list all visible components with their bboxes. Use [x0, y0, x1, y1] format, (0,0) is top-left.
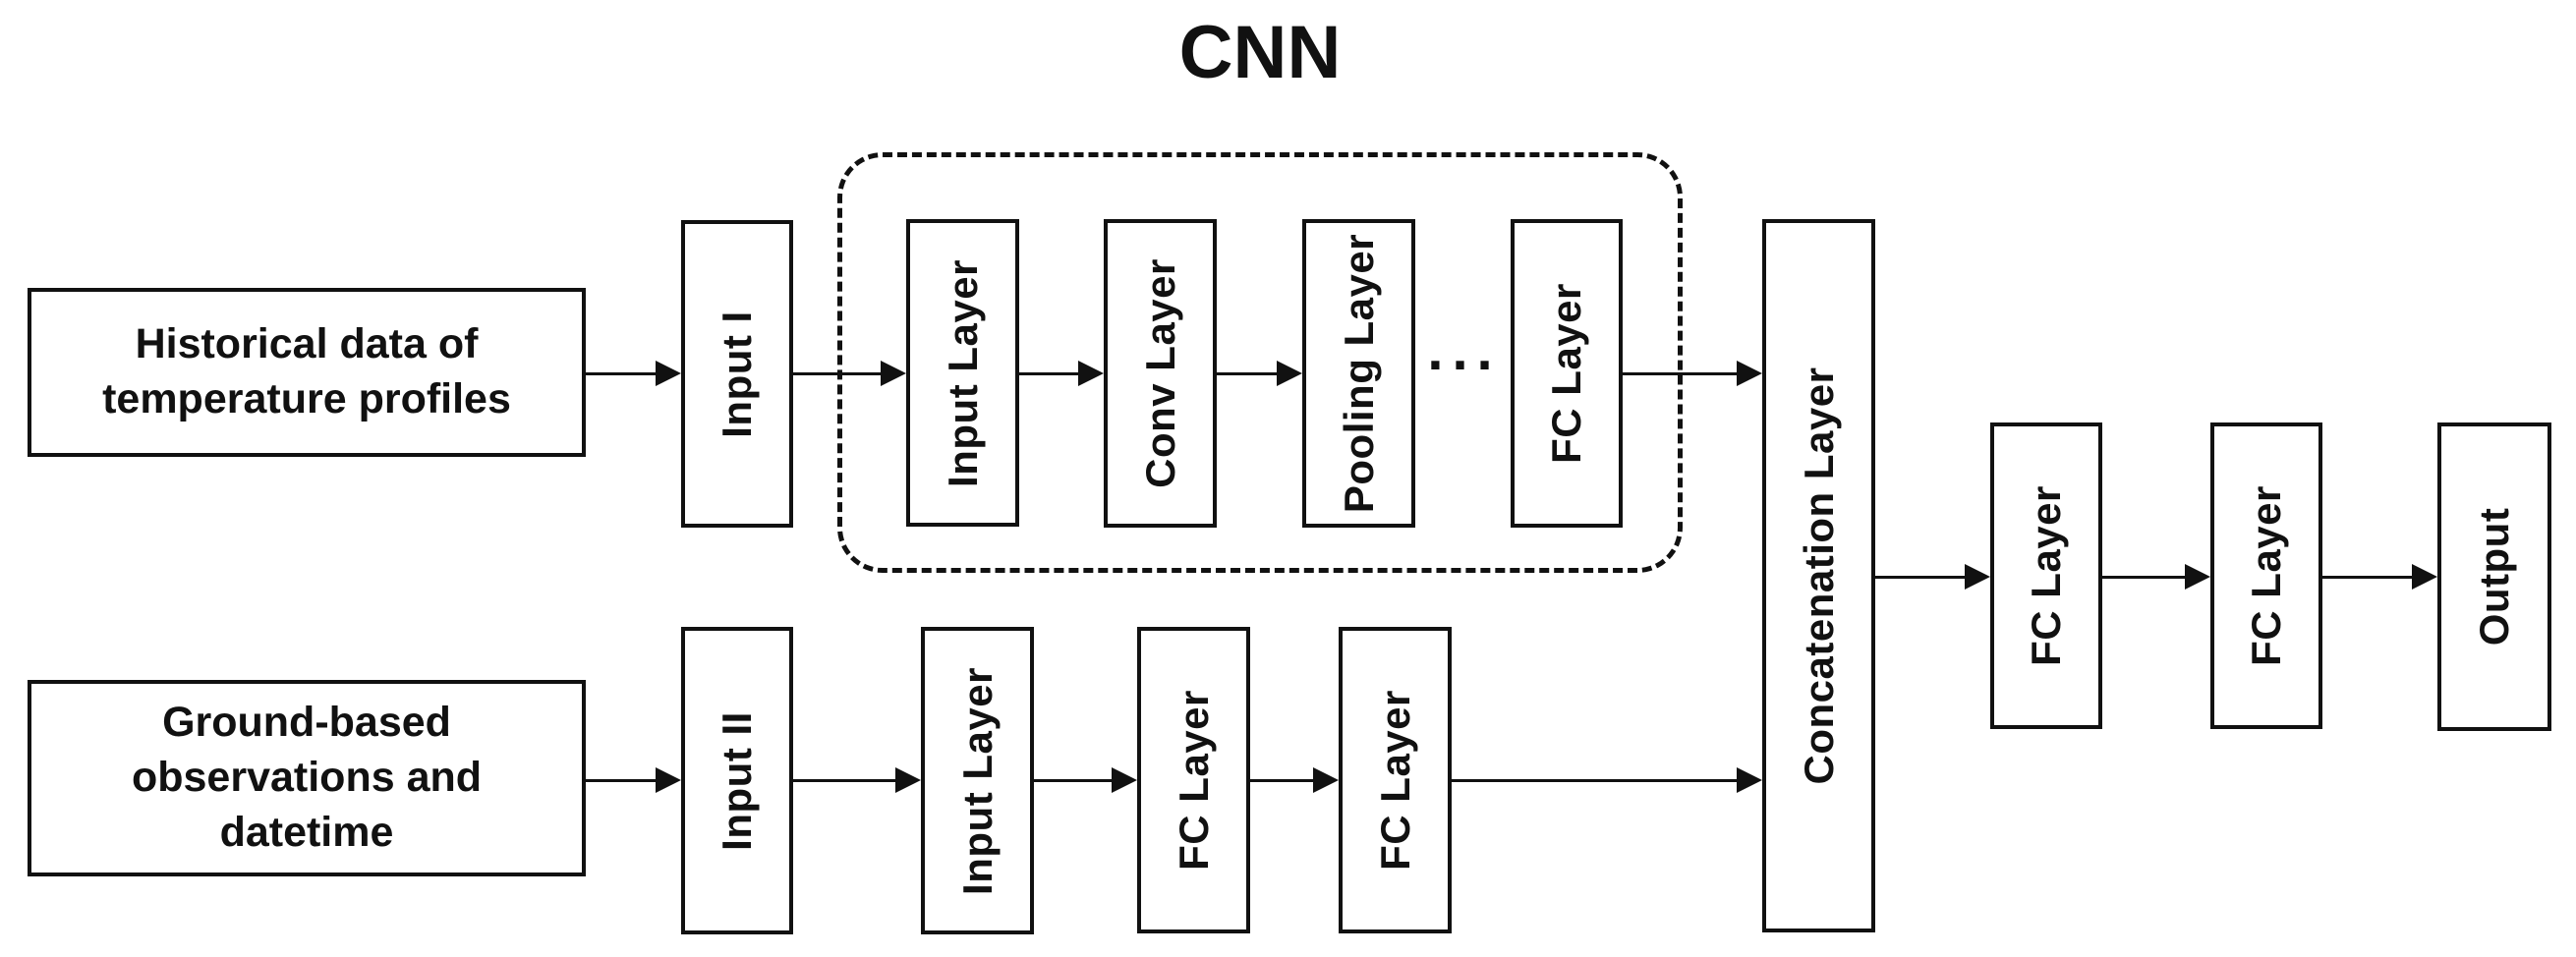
cnn-fc-layer-label: FC Layer: [1543, 283, 1589, 464]
cnn-conv-layer-label: Conv Layer: [1136, 258, 1183, 488]
cnn-conv-layer-box: Conv Layer: [1104, 219, 1217, 528]
arrow-line: [586, 371, 658, 375]
historical-data-line2: temperature profiles: [102, 375, 511, 422]
output-label: Output: [2471, 507, 2517, 647]
arrow-head-icon: [1737, 767, 1762, 793]
ground-observations-line1: Ground-based: [162, 699, 451, 747]
arrow-head-icon: [1112, 767, 1137, 793]
cnn-pooling-layer-label: Pooling Layer: [1335, 233, 1382, 514]
arrow-line: [1875, 575, 1967, 579]
arrow-line: [1019, 371, 1080, 375]
input2-label: Input II: [714, 710, 760, 851]
cnn-input-layer-label: Input Layer: [939, 258, 986, 487]
arrow-line: [1623, 371, 1739, 375]
cnn-ellipsis: ...: [1427, 318, 1502, 382]
input2-box: Input II: [681, 627, 793, 934]
head-fc-layer2-box: FC Layer: [2210, 422, 2322, 729]
ground-observations-line2: observations and: [131, 754, 483, 802]
arrow-head-icon: [2412, 564, 2437, 590]
arrow-line: [793, 371, 883, 375]
arrow-line: [2322, 575, 2414, 579]
input1-label: Input I: [714, 310, 760, 438]
arrow-line: [1452, 778, 1739, 782]
arrow-head-icon: [881, 361, 906, 386]
branch2-fc-layer2-box: FC Layer: [1339, 627, 1452, 933]
arrow-line: [793, 778, 897, 782]
cnn-fc-layer-box: FC Layer: [1511, 219, 1623, 528]
arrow-head-icon: [656, 361, 681, 386]
arrow-line: [1217, 371, 1279, 375]
arrow-head-icon: [1078, 361, 1104, 386]
historical-data-line1: Historical data of: [135, 320, 479, 368]
cnn-pooling-layer-box: Pooling Layer: [1302, 219, 1415, 528]
branch2-fc-layer2-label: FC Layer: [1371, 690, 1418, 871]
arrow-head-icon: [1277, 361, 1302, 386]
branch2-input-layer-box: Input Layer: [921, 627, 1034, 934]
arrow-head-icon: [895, 767, 921, 793]
arrow-line: [1250, 778, 1315, 782]
ground-observations-line3: datetime: [219, 808, 394, 856]
output-box: Output: [2437, 422, 2551, 731]
cnn-input-layer-box: Input Layer: [906, 219, 1019, 527]
arrow-head-icon: [656, 767, 681, 793]
ground-observations-box: Ground-based observations and datetime: [28, 680, 586, 876]
branch2-fc-layer1-label: FC Layer: [1170, 690, 1217, 871]
cnn-title: CNN: [1178, 11, 1342, 94]
historical-data-box: Historical data of temperature profiles: [28, 288, 586, 457]
head-fc-layer2-label: FC Layer: [2243, 485, 2289, 666]
branch2-input-layer-label: Input Layer: [953, 666, 1001, 895]
head-fc-layer1-label: FC Layer: [2023, 485, 2069, 666]
concatenation-layer-box: Concatenation Layer: [1762, 219, 1875, 932]
arrow-head-icon: [2185, 564, 2210, 590]
arrow-head-icon: [1313, 767, 1339, 793]
branch2-fc-layer1-box: FC Layer: [1137, 627, 1250, 933]
cnn-group-border: [837, 152, 1683, 573]
arrow-head-icon: [1737, 361, 1762, 386]
input1-box: Input I: [681, 220, 793, 528]
head-fc-layer1-box: FC Layer: [1990, 422, 2102, 729]
arrow-line: [586, 778, 658, 782]
arrow-head-icon: [1965, 564, 1990, 590]
arrow-line: [2102, 575, 2187, 579]
concatenation-layer-label: Concatenation Layer: [1795, 366, 1842, 785]
arrow-line: [1034, 778, 1114, 782]
